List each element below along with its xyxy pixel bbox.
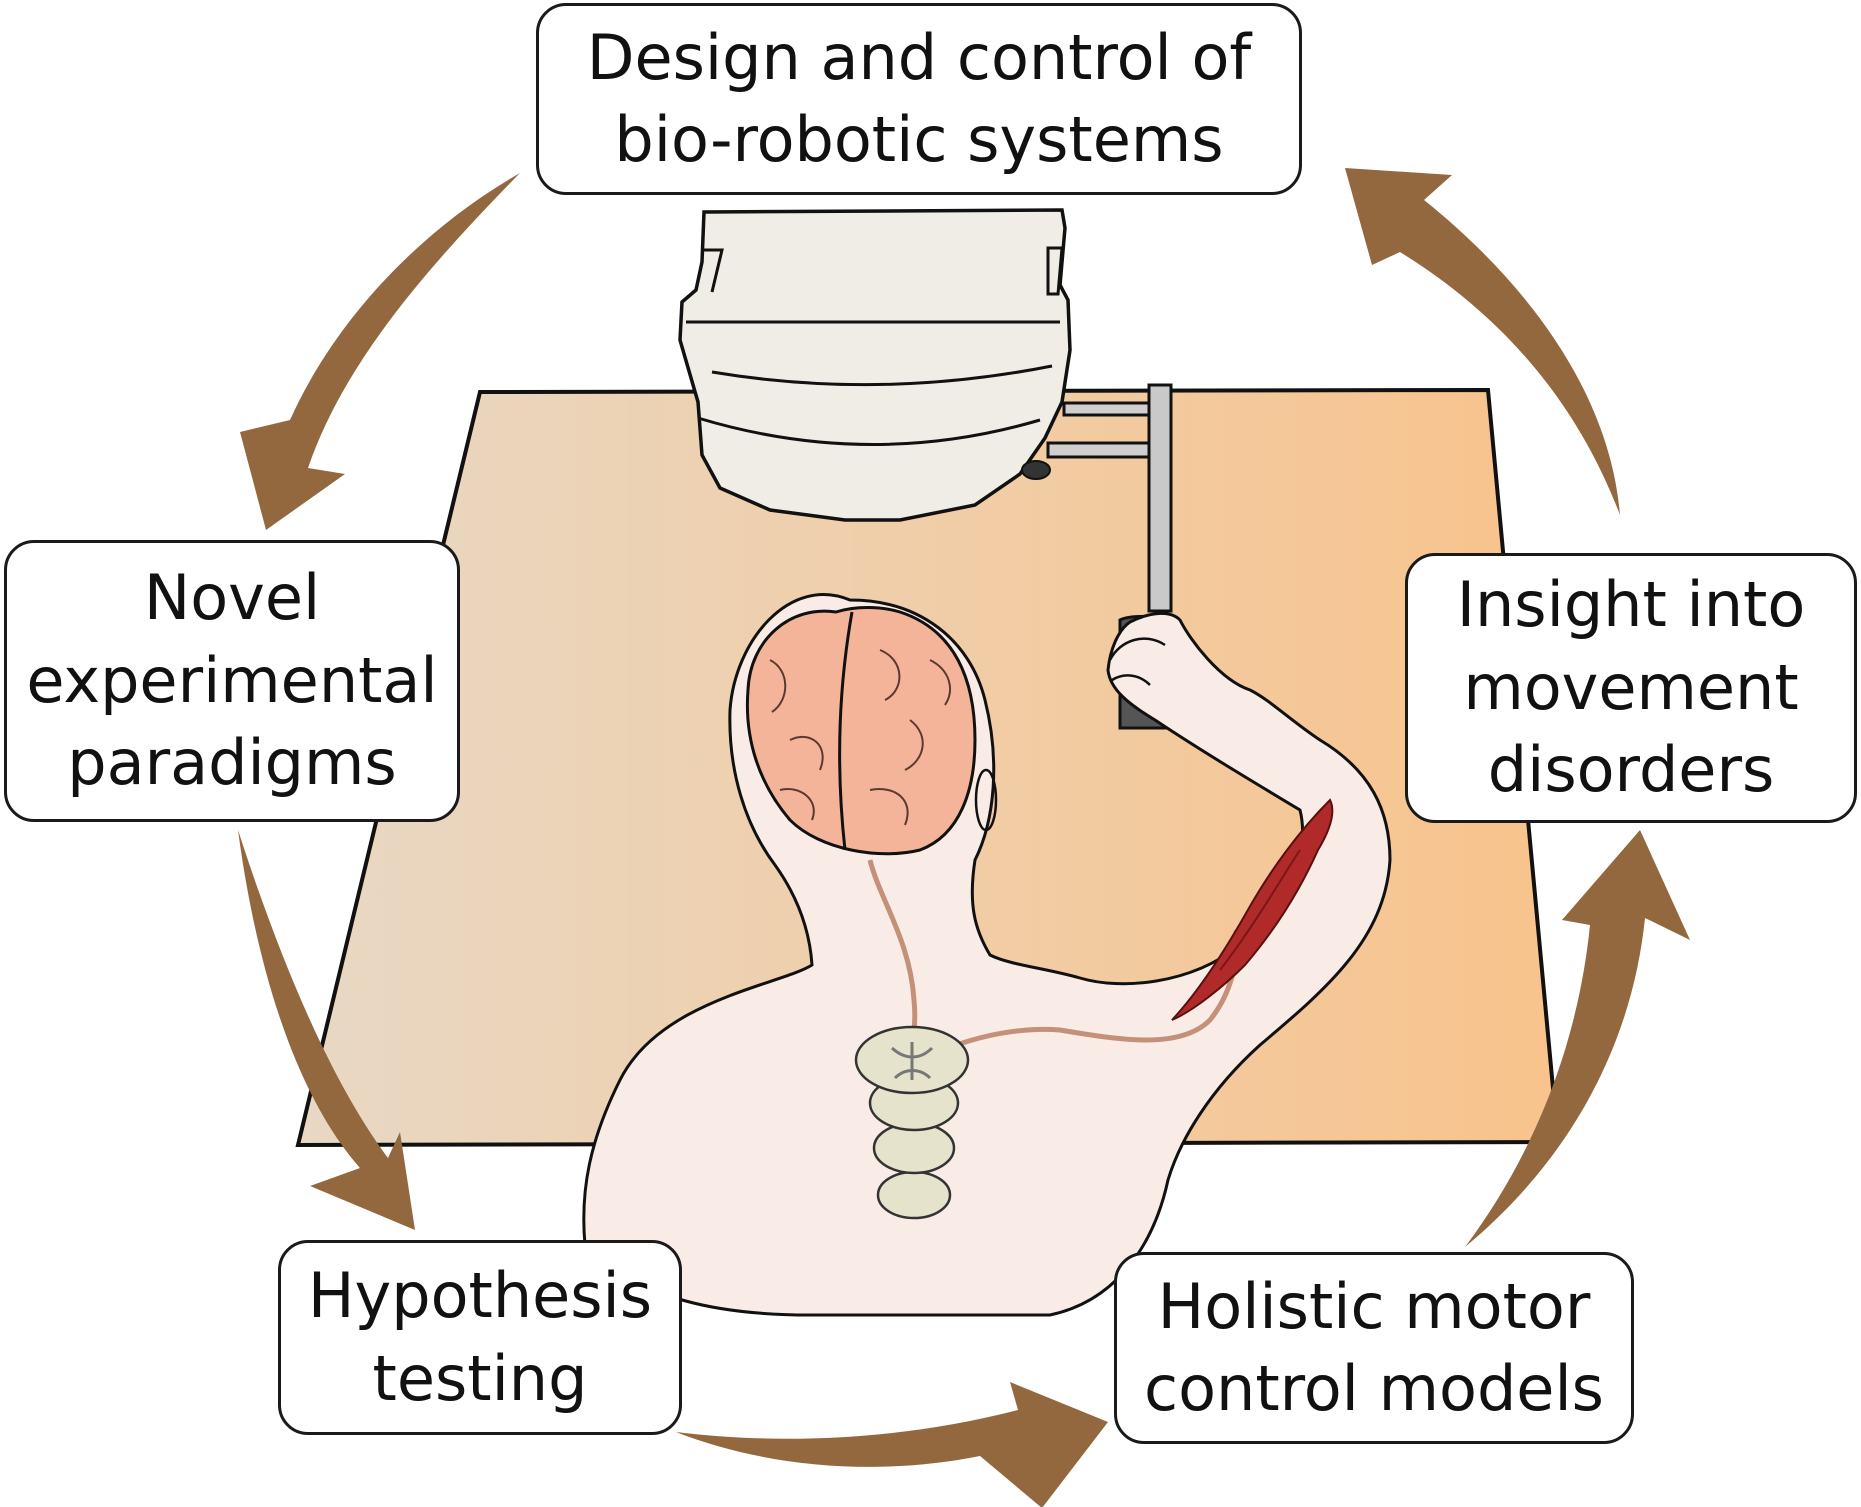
- holistic-line-1: Holistic motor: [1157, 1269, 1591, 1343]
- brain-icon: [745, 606, 977, 856]
- insight-disorders-box: Insight into movement disorders: [1405, 553, 1857, 823]
- hypothesis-line-2: testing: [372, 1341, 588, 1415]
- design-line-2: bio-robotic systems: [614, 103, 1224, 176]
- insight-line-3: disorders: [1487, 733, 1775, 807]
- hypothesis-testing-box: Hypothesis testing: [278, 1240, 682, 1435]
- holistic-models-box: Holistic motor control models: [1114, 1252, 1634, 1444]
- novel-line-1: Novel: [143, 561, 321, 635]
- cycle-arrow-icon: [238, 168, 1690, 1507]
- hypothesis-line-1: Hypothesis: [307, 1259, 653, 1333]
- insight-line-2: movement: [1463, 650, 1799, 724]
- spinal-cord-icon: [854, 1025, 970, 1220]
- design-control-box: Design and control of bio-robotic system…: [536, 3, 1302, 195]
- novel-line-2: experimental: [26, 643, 438, 717]
- design-line-1: Design and control of: [586, 20, 1252, 94]
- holistic-line-2: control models: [1144, 1352, 1604, 1425]
- novel-paradigms-box: Novel experimental paradigms: [4, 540, 460, 822]
- novel-line-3: paradigms: [67, 726, 397, 800]
- muscle-icon: [1171, 798, 1334, 1021]
- insight-line-1: Insight into: [1456, 568, 1806, 642]
- nerve-pathway: [867, 859, 1240, 1075]
